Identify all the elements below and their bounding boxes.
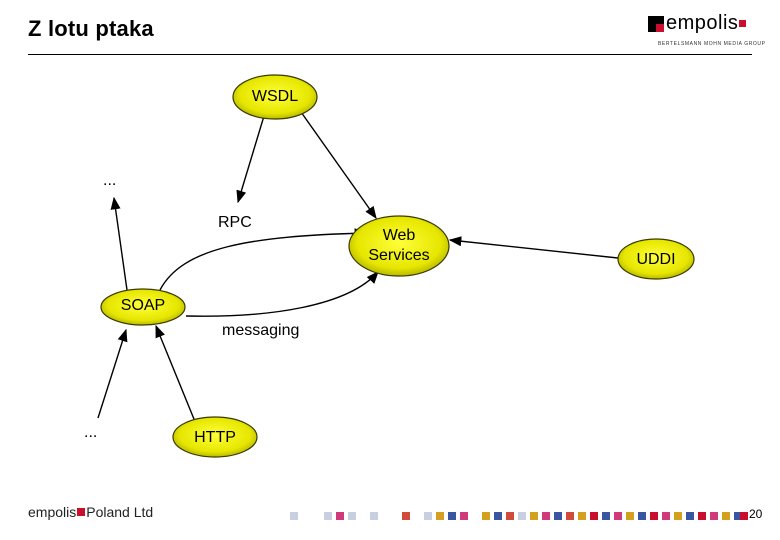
decor-square	[740, 512, 748, 520]
edge-wsdl-webservices	[300, 111, 377, 220]
node-wsdl	[232, 74, 318, 120]
decor-square	[734, 512, 742, 520]
decor-square	[554, 512, 562, 520]
node-uddi	[617, 238, 695, 280]
node-web-services	[348, 215, 450, 277]
logo-tagline: BERTELSMANN MOHN MEDIA GROUP	[658, 41, 766, 47]
edge-uddi-webservices	[448, 236, 619, 259]
node-uddi-label: UDDI	[636, 251, 676, 268]
decor-square	[710, 512, 718, 520]
decor-square	[290, 512, 298, 520]
decor-square	[674, 512, 682, 520]
decor-square	[506, 512, 514, 520]
decor-square	[650, 512, 658, 520]
page-title: Z lotu ptaka	[28, 16, 154, 41]
messaging-label: messaging	[222, 322, 300, 339]
decor-square	[336, 512, 344, 520]
decor-square	[436, 512, 444, 520]
node-web-services-label: Web Services	[368, 227, 430, 264]
ellipsis-top-label: ...	[103, 172, 117, 189]
empolis-logo: empolis BERTELSMANN MOHN MEDIA GROUP	[648, 12, 768, 52]
decor-square	[722, 512, 730, 520]
decor-square	[698, 512, 706, 520]
title-divider	[28, 54, 752, 55]
edge-soap-ellipsis	[110, 196, 128, 291]
decor-square	[324, 512, 332, 520]
ellipsis-bottom-label: ...	[84, 424, 98, 441]
edge-soap-rpc-webservices	[159, 228, 368, 291]
edge-soap-messaging-webservices	[185, 271, 379, 317]
decor-square	[566, 512, 574, 520]
decor-squares	[290, 512, 748, 520]
node-wsdl-label: WSDL	[251, 88, 299, 105]
decor-square	[614, 512, 622, 520]
edge-wsdl-rpc	[236, 115, 265, 204]
edge-http-soap	[155, 324, 197, 425]
decor-square	[686, 512, 694, 520]
decor-square	[662, 512, 670, 520]
decor-square	[370, 512, 378, 520]
logo-word: empolis	[666, 12, 747, 35]
decor-square	[424, 512, 432, 520]
decor-square	[402, 512, 410, 520]
footer-brand: empolis Poland Ltd	[28, 504, 153, 520]
page-number: 20	[748, 507, 764, 521]
footer-brand-square-icon	[77, 508, 86, 516]
footer-company: Poland Ltd	[86, 504, 154, 520]
decor-square	[482, 512, 490, 520]
decor-square	[590, 512, 598, 520]
decor-square	[494, 512, 502, 520]
decor-square	[448, 512, 456, 520]
node-soap-label: SOAP	[120, 297, 166, 314]
logo-mark-icon	[648, 16, 664, 32]
node-http-label: HTTP	[194, 429, 236, 446]
decor-square	[602, 512, 610, 520]
node-soap	[100, 288, 186, 326]
rpc-label: RPC	[218, 214, 252, 231]
edge-bottom-ellipsis-soap	[97, 328, 128, 419]
decor-square	[542, 512, 550, 520]
decor-square	[518, 512, 526, 520]
decor-square	[578, 512, 586, 520]
decor-square	[348, 512, 356, 520]
decor-square	[460, 512, 468, 520]
decor-square	[626, 512, 634, 520]
footer-brand-word: empolis	[28, 504, 77, 520]
node-http	[172, 416, 258, 458]
decor-square	[530, 512, 538, 520]
decor-square	[638, 512, 646, 520]
